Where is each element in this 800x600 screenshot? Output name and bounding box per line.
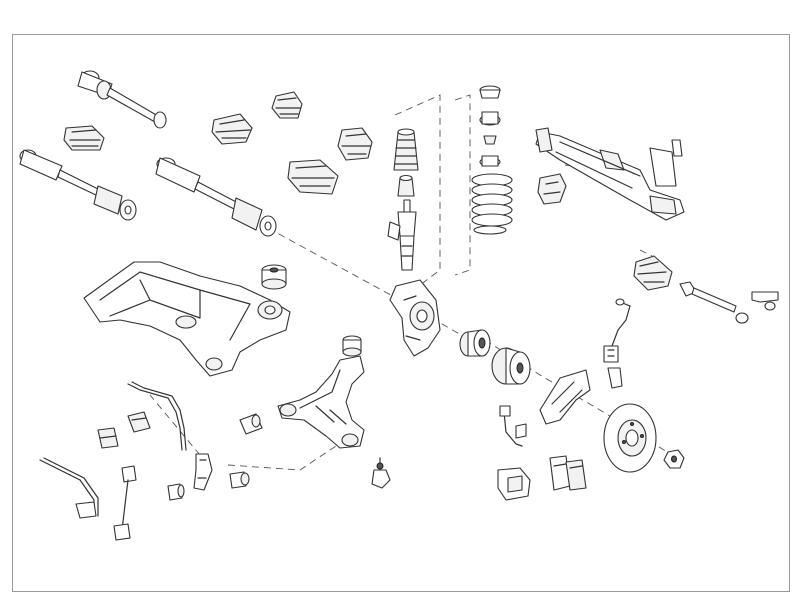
abs-sensor-clip[interactable] <box>607 367 623 389</box>
brake-pad-set[interactable] <box>549 455 587 491</box>
drive-shaft-lower[interactable] <box>19 149 137 221</box>
steering-knuckle[interactable] <box>389 279 441 357</box>
cv-boot-lower[interactable] <box>287 159 339 195</box>
cv-boot-mid[interactable] <box>211 113 253 145</box>
wheel-hub[interactable] <box>491 347 531 385</box>
wheel-bearing[interactable] <box>459 329 491 357</box>
brake-caliper-bracket[interactable] <box>497 467 531 501</box>
stabilizer-bushing-small[interactable] <box>167 483 185 501</box>
control-arm-bushing-rear[interactable] <box>229 471 250 489</box>
control-arm-bushing-front[interactable] <box>239 413 263 435</box>
bump-stop[interactable] <box>397 174 415 197</box>
ball-joint-bushing[interactable] <box>342 335 362 357</box>
stabilizer-link-left[interactable] <box>39 457 99 519</box>
brake-hose[interactable] <box>499 405 527 447</box>
axle-nut[interactable] <box>663 449 685 469</box>
steering-rack-boot[interactable] <box>633 255 673 291</box>
cv-boot-top[interactable] <box>271 91 303 119</box>
subframe[interactable] <box>83 261 291 377</box>
brake-disc[interactable] <box>603 403 657 473</box>
stabilizer-bushing-right[interactable] <box>97 427 119 449</box>
shock-absorber[interactable] <box>387 199 417 271</box>
stabilizer-link-right[interactable] <box>113 465 137 541</box>
coil-spring[interactable] <box>471 173 513 235</box>
subframe-mount[interactable] <box>261 264 287 290</box>
stabilizer-bar[interactable] <box>127 381 187 451</box>
ball-joint[interactable] <box>371 457 391 489</box>
drive-shaft-upper[interactable] <box>77 70 167 129</box>
shock-absorber-boot[interactable] <box>393 128 419 171</box>
steering-rack[interactable] <box>535 127 685 221</box>
control-arm[interactable] <box>277 355 365 449</box>
cv-boot-upper-left[interactable] <box>63 125 105 151</box>
stabilizer-mount-bracket[interactable] <box>193 453 213 491</box>
steering-rack-mount[interactable] <box>537 173 567 205</box>
drive-shaft-center[interactable] <box>155 157 277 237</box>
brake-dust-shield[interactable] <box>539 369 591 425</box>
cv-boot-right[interactable] <box>337 127 373 161</box>
stabilizer-bushing-left[interactable] <box>127 411 151 433</box>
diagram-frame <box>12 34 790 592</box>
strut-top-mount[interactable] <box>479 85 501 167</box>
tie-rod-end[interactable] <box>751 291 779 311</box>
abs-sensor[interactable] <box>603 298 631 363</box>
tie-rod[interactable] <box>679 281 749 324</box>
